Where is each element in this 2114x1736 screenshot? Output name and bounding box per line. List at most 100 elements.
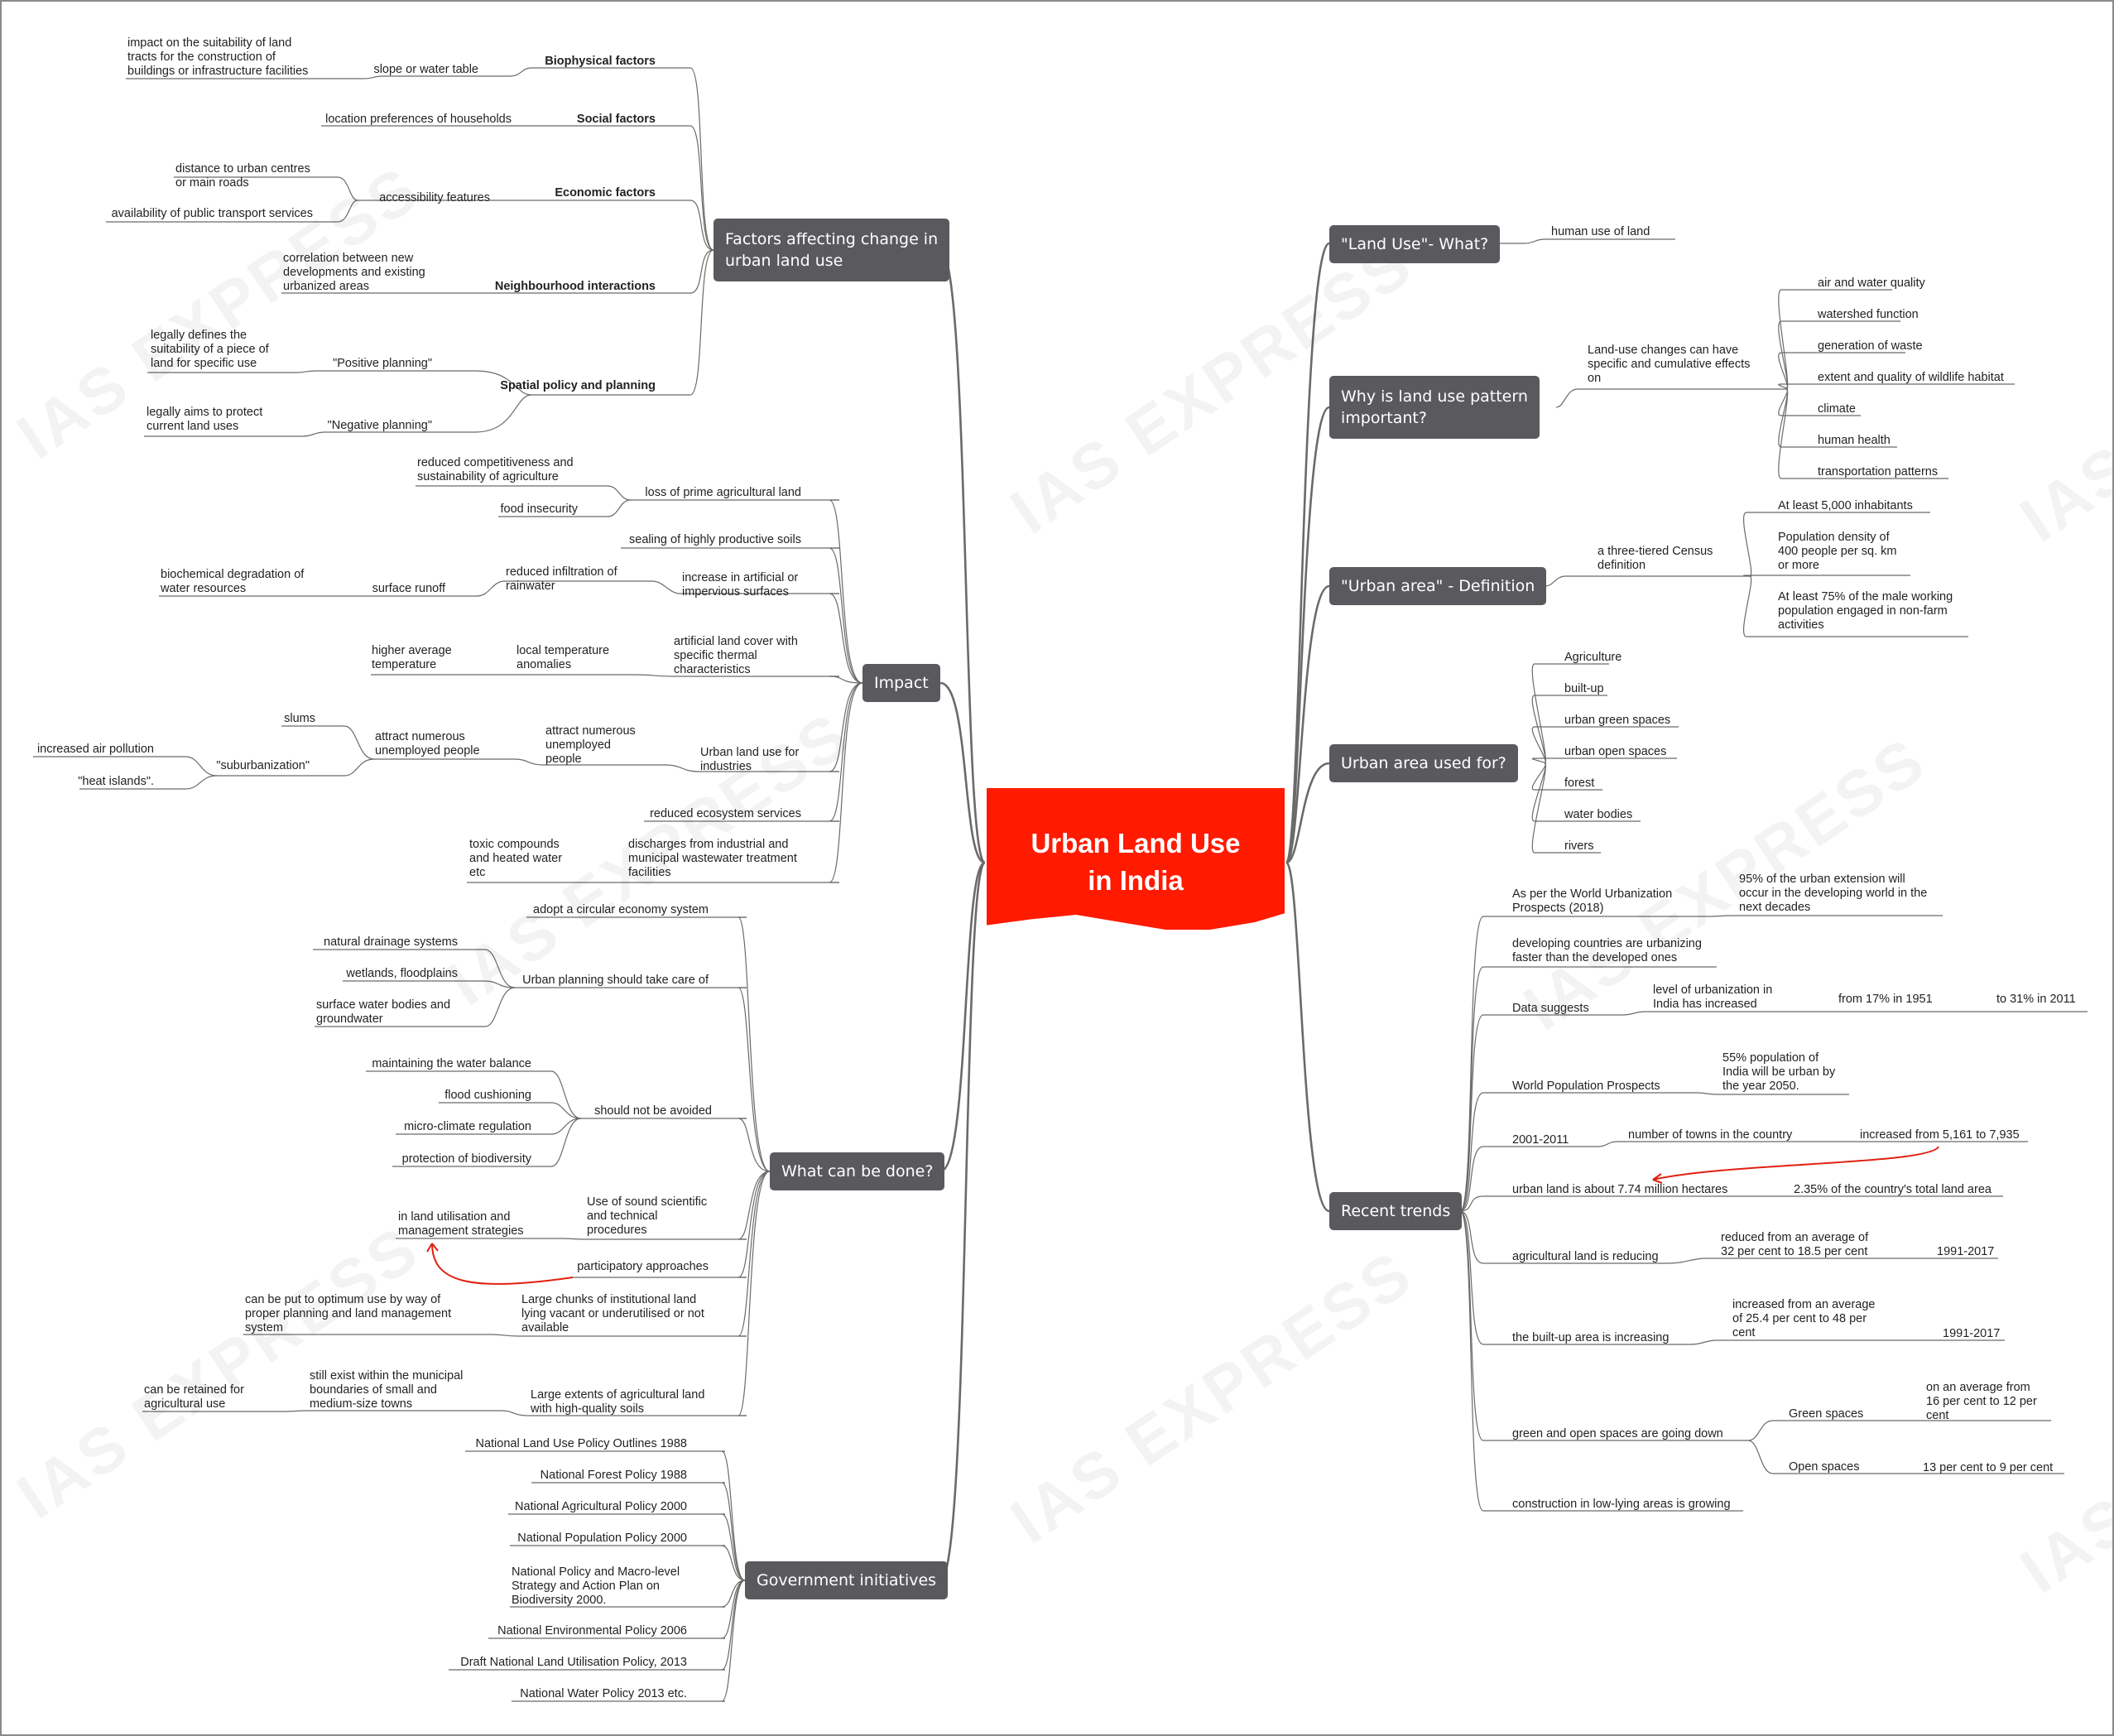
branch-why-important[interactable]: Why is land use pattern important? bbox=[1329, 376, 1540, 439]
connector bbox=[1652, 1146, 1939, 1181]
effect-item: climate bbox=[1818, 402, 1856, 416]
connector bbox=[281, 725, 375, 760]
connector bbox=[1531, 757, 1546, 764]
connector bbox=[426, 1243, 439, 1253]
impact-biochemical: biochemical degradation of water resourc… bbox=[161, 568, 305, 595]
connector bbox=[829, 593, 863, 684]
branch-government[interactable]: Government initiatives bbox=[745, 1561, 949, 1599]
factor-neighbourhood: Neighbourhood interactions bbox=[494, 280, 656, 293]
effect-item: generation of waste bbox=[1818, 339, 1923, 353]
action-institutional: Large chunks of institutional land lying… bbox=[521, 1293, 704, 1334]
factor-slope: slope or water table bbox=[373, 63, 478, 76]
impact-local-temp: local temperature anomalies bbox=[516, 644, 610, 671]
connector bbox=[939, 861, 986, 1173]
land-use-definition: human use of land bbox=[1551, 225, 1650, 238]
factor-economic: Economic factors bbox=[555, 186, 656, 200]
effect-item: air and water quality bbox=[1818, 277, 1925, 290]
connector bbox=[371, 674, 839, 677]
factor-negative: "Negative planning" bbox=[327, 419, 432, 432]
connector bbox=[1778, 388, 1790, 448]
factor-accessibility: accessibility features bbox=[379, 191, 490, 204]
connector bbox=[531, 200, 714, 251]
impact-attract1: attract numerous unemployed people bbox=[545, 724, 636, 766]
effect-item: watershed function bbox=[1818, 308, 1919, 321]
action-micro-climate: micro-climate regulation bbox=[404, 1120, 531, 1133]
trend-wpp-label: World Population Prospects bbox=[1512, 1080, 1660, 1093]
connector bbox=[737, 1171, 771, 1278]
trend-wup-value: 95% of the urban extension will occur in… bbox=[1739, 873, 1928, 914]
branch-urban-area-used-for[interactable]: Urban area used for? bbox=[1329, 744, 1518, 782]
impact-reduced-comp: reduced competitiveness and sustainabili… bbox=[417, 456, 574, 483]
central-topic[interactable]: Urban Land Use in India bbox=[987, 788, 1285, 930]
policy-item: National Population Policy 2000 bbox=[517, 1532, 687, 1545]
connector bbox=[1459, 1210, 1484, 1441]
connector bbox=[1497, 238, 1675, 244]
connector bbox=[721, 1482, 746, 1581]
branch-urban-area-definition[interactable]: "Urban area" - Definition bbox=[1329, 567, 1547, 605]
connector bbox=[531, 125, 714, 251]
trend-agri-period: 1991-2017 bbox=[1937, 1245, 1995, 1258]
connector bbox=[1483, 1141, 2028, 1147]
effect-item: transportation patterns bbox=[1818, 465, 1939, 478]
connector bbox=[1531, 762, 1546, 822]
connector bbox=[939, 248, 987, 864]
branch-what-can-be-done[interactable]: What can be done? bbox=[770, 1152, 945, 1190]
trend-green-spaces: Green spaces bbox=[1789, 1407, 1864, 1421]
connector bbox=[106, 200, 358, 223]
connector bbox=[1555, 388, 1786, 408]
impact-increase-artificial: increase in artificial or impervious sur… bbox=[682, 571, 799, 599]
connector bbox=[1459, 1210, 1484, 1512]
connector bbox=[1459, 966, 1484, 1212]
branch-land-use-what[interactable]: "Land Use"- What? bbox=[1329, 225, 1501, 263]
trend-from-1951: from 17% in 1951 bbox=[1838, 993, 1933, 1006]
factor-distance: distance to urban centres or main roads bbox=[175, 162, 310, 190]
impact-slums: slums bbox=[284, 712, 315, 725]
connector bbox=[721, 1513, 746, 1581]
use-item: Agriculture bbox=[1564, 651, 1622, 664]
trend-urban-land: urban land is about 7.74 million hectare… bbox=[1512, 1183, 1728, 1196]
use-item: forest bbox=[1564, 777, 1595, 790]
impact-discharges: discharges from industrial and municipal… bbox=[628, 838, 797, 879]
policy-item: Draft National Land Utilisation Policy, … bbox=[460, 1656, 687, 1669]
connector bbox=[1459, 1195, 1484, 1212]
connector bbox=[939, 861, 987, 1582]
impact-higher-temp: higher average temperature bbox=[372, 644, 452, 671]
use-item: built-up bbox=[1564, 682, 1604, 695]
connector bbox=[531, 249, 714, 294]
connector bbox=[829, 682, 863, 772]
connector bbox=[1747, 1440, 2064, 1474]
factor-positive-desc: legally defines the suitability of a pie… bbox=[151, 329, 269, 370]
connector bbox=[721, 1545, 746, 1581]
trend-green-value: on an average from 16 per cent to 12 per… bbox=[1926, 1381, 2037, 1422]
branch-recent-trends[interactable]: Recent trends bbox=[1329, 1192, 1463, 1230]
action-municipal: still exist within the municipal boundar… bbox=[310, 1369, 464, 1411]
connector bbox=[374, 758, 839, 772]
action-biodiversity: protection of biodiversity bbox=[401, 1152, 531, 1166]
trend-agri-reducing: agricultural land is reducing bbox=[1512, 1250, 1659, 1263]
trend-green-open: green and open spaces are going down bbox=[1512, 1427, 1723, 1440]
connector bbox=[829, 499, 863, 684]
connector bbox=[531, 67, 714, 251]
connector bbox=[396, 1118, 582, 1135]
connector bbox=[392, 1118, 582, 1167]
action-water-balance: maintaining the water balance bbox=[372, 1057, 531, 1070]
connector bbox=[243, 1334, 747, 1337]
trend-period: 2001-2011 bbox=[1512, 1133, 1569, 1147]
action-agri-extents: Large extents of agricultural land with … bbox=[531, 1388, 705, 1416]
branch-impact[interactable]: Impact bbox=[862, 664, 940, 702]
connector bbox=[721, 1580, 746, 1702]
policy-item: National Environmental Policy 2006 bbox=[497, 1624, 687, 1637]
connector bbox=[343, 980, 516, 988]
trend-urbanization-level: level of urbanization in India has incre… bbox=[1653, 983, 1773, 1011]
trend-open-spaces: Open spaces bbox=[1789, 1460, 1860, 1474]
connector bbox=[1285, 584, 1330, 864]
connector bbox=[531, 249, 714, 396]
connector bbox=[142, 1410, 747, 1416]
connector bbox=[1459, 1210, 1484, 1345]
impact-heat-islands: "heat islands". bbox=[78, 775, 154, 788]
action-land-strategies: in land utilisation and management strat… bbox=[398, 1210, 524, 1238]
connector bbox=[1483, 1258, 1998, 1264]
policy-item: National Water Policy 2013 etc. bbox=[520, 1687, 687, 1700]
factor-social: Social factors bbox=[576, 113, 656, 126]
branch-factors[interactable]: Factors affecting change in urban land u… bbox=[713, 219, 950, 281]
